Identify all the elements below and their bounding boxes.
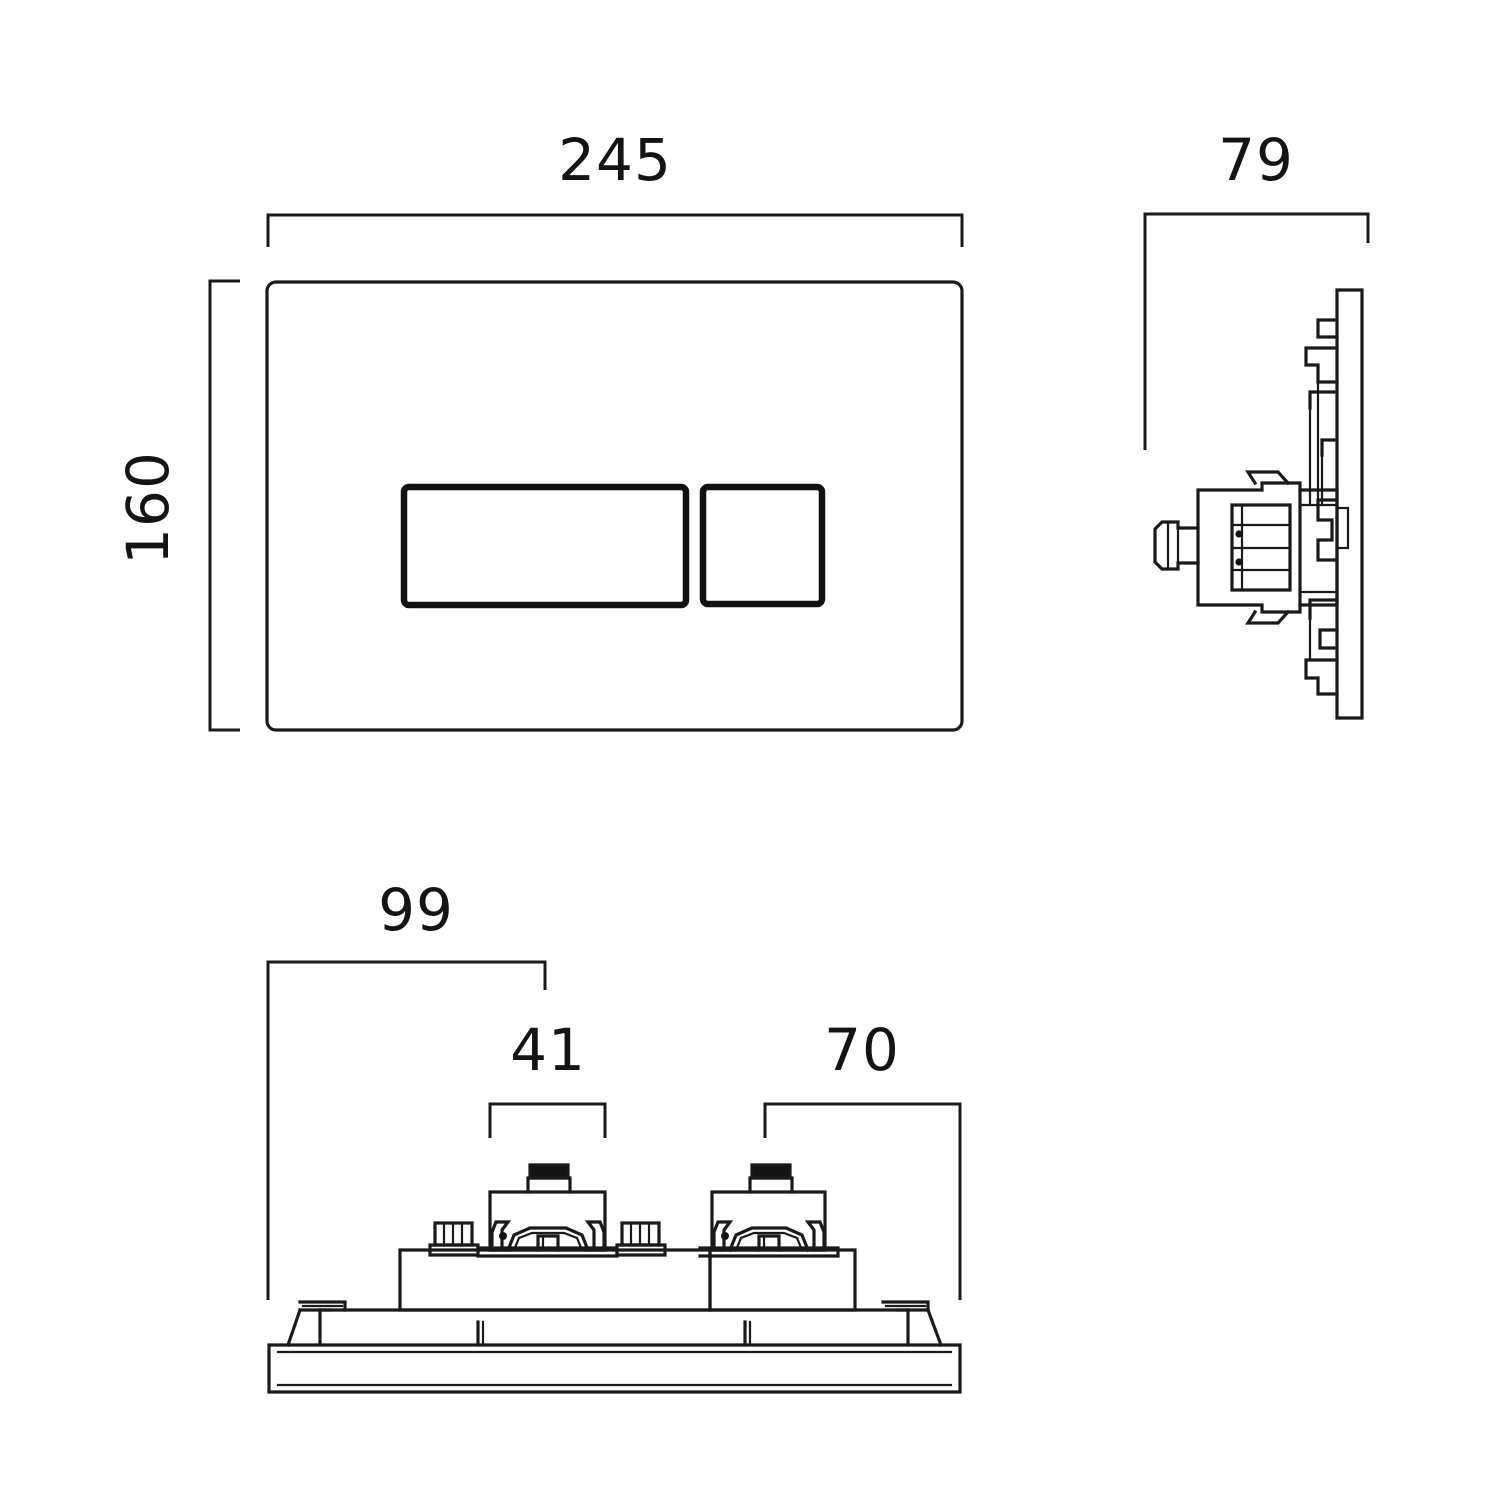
small-flush-button[interactable] [699, 483, 826, 608]
dimension-depth-79 [1143, 212, 1370, 450]
side-mid-frame [1316, 498, 1350, 562]
bottom-view [266, 960, 962, 1394]
dimension-width-245 [266, 213, 964, 247]
dimension-depth-99 [266, 960, 547, 1300]
bottom-body-block [398, 1248, 857, 1312]
dimension-height-160 [208, 279, 240, 732]
dimension-label-70: 70 [824, 1016, 900, 1084]
dimension-label-79: 79 [1218, 126, 1294, 194]
side-lower-frame [1304, 598, 1339, 696]
bottom-right-actuator [698, 1163, 840, 1258]
side-actuator-body [1153, 470, 1339, 625]
dimension-actuator-41 [488, 1102, 607, 1138]
dimension-label-160: 160 [114, 451, 182, 565]
dimension-label-99: 99 [378, 876, 454, 944]
bottom-base-plate [267, 1343, 962, 1394]
front-flush-buttons [400, 483, 826, 609]
bottom-left-actuator [428, 1163, 667, 1258]
front-view [208, 213, 964, 732]
side-view [1143, 212, 1370, 720]
dimension-label-245: 245 [558, 126, 672, 194]
dimension-labels: 245 160 79 99 41 70 [114, 126, 1294, 1084]
large-flush-button[interactable] [400, 483, 690, 609]
side-upper-frame [1304, 318, 1339, 507]
front-plate-outline [265, 280, 964, 732]
dimension-actuator-70 [763, 1102, 962, 1300]
dimension-label-41: 41 [510, 1016, 586, 1084]
side-face-plate [1335, 288, 1364, 720]
